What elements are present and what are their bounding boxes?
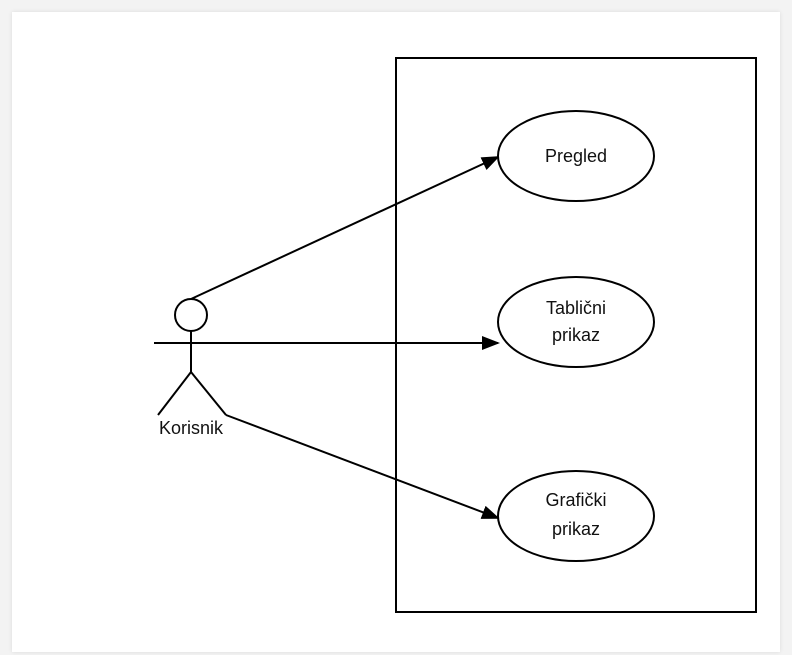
associations [190, 156, 500, 519]
association-graficki-prikaz [225, 414, 500, 519]
actor-korisnik[interactable]: Korisnik [154, 298, 228, 438]
actor-left-leg [157, 371, 192, 416]
use-case-pregled[interactable]: Pregled [497, 110, 655, 202]
use-case-label-line-2: prikaz [552, 325, 600, 345]
use-case-ellipse [497, 470, 655, 562]
use-case-ellipse [497, 110, 655, 202]
use-case-ellipse [497, 276, 655, 368]
actor-right-leg [190, 371, 227, 416]
actor-head [174, 298, 208, 332]
use-case-tablicni-prikaz[interactable]: Tablični prikaz [497, 276, 655, 368]
use-case-label-line-1: Tablični [546, 298, 606, 318]
use-case-label-line-2: prikaz [552, 519, 600, 539]
system-boundary [395, 57, 757, 613]
use-case-graficki-prikaz[interactable]: Grafički prikaz [497, 470, 655, 562]
use-case-label-line-1: Grafički [545, 490, 606, 510]
association-pregled [190, 156, 500, 300]
use-case-label: Pregled [545, 146, 607, 166]
actor-name: Korisnik [159, 418, 224, 438]
